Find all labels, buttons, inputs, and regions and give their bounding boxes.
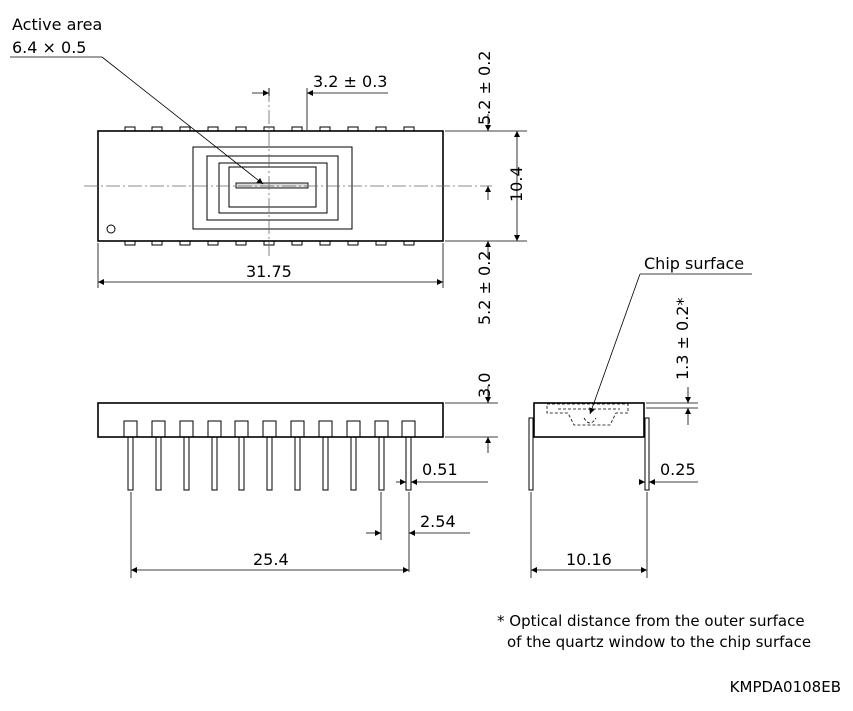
optical-distance-dimension: 1.3 ± 0.2* xyxy=(646,298,698,425)
side-view-lead-left xyxy=(528,417,534,491)
optical-distance-label: 1.3 ± 0.2* xyxy=(673,298,692,380)
package-length-dimension: 31.75 xyxy=(97,243,444,288)
lead-length-top-label: 5.2 ± 0.2 xyxy=(475,51,494,125)
lead-width-side-dimension: 0.25 xyxy=(639,460,698,485)
chip-surface-callout: Chip surface xyxy=(589,254,752,415)
lead-pitch-label: 2.54 xyxy=(420,512,456,531)
lead-width-front-dimension: 0.51 xyxy=(396,460,488,488)
footnote-line-1: * Optical distance from the outer surfac… xyxy=(497,612,805,630)
side-view-package-body xyxy=(533,402,645,438)
pin-offset-dimension: 3.2 ± 0.3 xyxy=(252,72,388,130)
lead-length-top-dimension: 5.2 ± 0.2 xyxy=(475,51,494,200)
active-area-title: Active area xyxy=(12,15,102,34)
lead-pitch-dimension: 2.54 xyxy=(366,492,470,572)
window-glass xyxy=(218,162,328,214)
window-outer-frame xyxy=(192,146,353,230)
package-length-label: 31.75 xyxy=(246,262,292,281)
lead-length-bottom-label: 5.2 ± 0.2 xyxy=(475,251,494,325)
side-view-window xyxy=(546,403,629,426)
pin-span-label: 25.4 xyxy=(253,550,289,569)
footnote: * Optical distance from the outer surfac… xyxy=(497,612,811,651)
window-inner-frame xyxy=(206,155,339,221)
pin1-marker-icon xyxy=(106,224,116,234)
top-view xyxy=(84,88,492,258)
row-spacing-label: 10.16 xyxy=(566,550,612,569)
active-area-strip xyxy=(235,182,309,189)
package-width-label: 10.4 xyxy=(507,166,526,202)
front-view-package-body xyxy=(97,402,444,438)
pin-offset-label: 3.2 ± 0.3 xyxy=(313,72,387,91)
front-view-leads xyxy=(123,420,416,491)
side-view-lead-right xyxy=(644,417,650,491)
row-spacing-dimension: 10.16 xyxy=(530,492,648,578)
lead-width-side-label: 0.25 xyxy=(660,460,696,479)
active-area-callout: Active area 6.4 × 0.5 xyxy=(10,15,264,185)
lead-width-front-label: 0.51 xyxy=(422,460,458,479)
chip-frame xyxy=(228,166,317,208)
drawing-code: KMPDA0108EB xyxy=(730,678,841,696)
side-view xyxy=(528,402,650,491)
pin-span-dimension: 25.4 xyxy=(130,492,409,578)
active-area-size: 6.4 × 0.5 xyxy=(12,38,86,57)
lead-length-bottom-dimension: 5.2 ± 0.2 xyxy=(475,241,494,325)
package-height-label: 3.0 xyxy=(475,373,494,398)
package-height-dimension: 3.0 xyxy=(445,373,498,453)
chip-surface-label: Chip surface xyxy=(644,254,744,273)
footnote-line-2: of the quartz window to the chip surface xyxy=(507,633,811,651)
front-view xyxy=(97,402,444,491)
